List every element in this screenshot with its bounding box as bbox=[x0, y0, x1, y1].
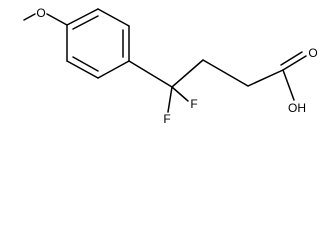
ring-bond-5 bbox=[66, 60, 99, 79]
bond-c-c-2 bbox=[202, 59, 249, 87]
ring-bond-1 bbox=[66, 8, 99, 26]
carbonyl-oxygen-label: O bbox=[308, 46, 317, 60]
hydroxyl-label: OH bbox=[288, 101, 306, 115]
methoxy-oxygen-label: O bbox=[36, 6, 45, 20]
bond-ring-cf2 bbox=[128, 60, 173, 88]
fluorine-label-lower: F bbox=[163, 112, 170, 126]
bond-c-oh bbox=[282, 69, 295, 101]
bond-c-double-o-a bbox=[282, 55, 307, 71]
bond-methyl-o bbox=[23, 13, 36, 21]
fluorine-label-right: F bbox=[190, 97, 197, 111]
ring-bond-4 bbox=[97, 60, 130, 79]
structure-canvas: O F F O OH bbox=[23, 6, 318, 126]
molecule-structure: O F F O OH bbox=[23, 6, 318, 126]
ring-bond-2 bbox=[97, 8, 130, 27]
bond-cf2-f2 bbox=[171, 86, 189, 102]
bond-o-ring bbox=[46, 13, 68, 26]
bond-cf2-f1 bbox=[167, 86, 173, 113]
ring-double-bond-1 bbox=[72, 15, 99, 30]
bond-c-c-1 bbox=[171, 59, 204, 88]
ring-double-bond-3 bbox=[72, 56, 99, 72]
bond-c-c-3 bbox=[247, 69, 284, 87]
bond-c-double-o-b bbox=[280, 51, 303, 66]
